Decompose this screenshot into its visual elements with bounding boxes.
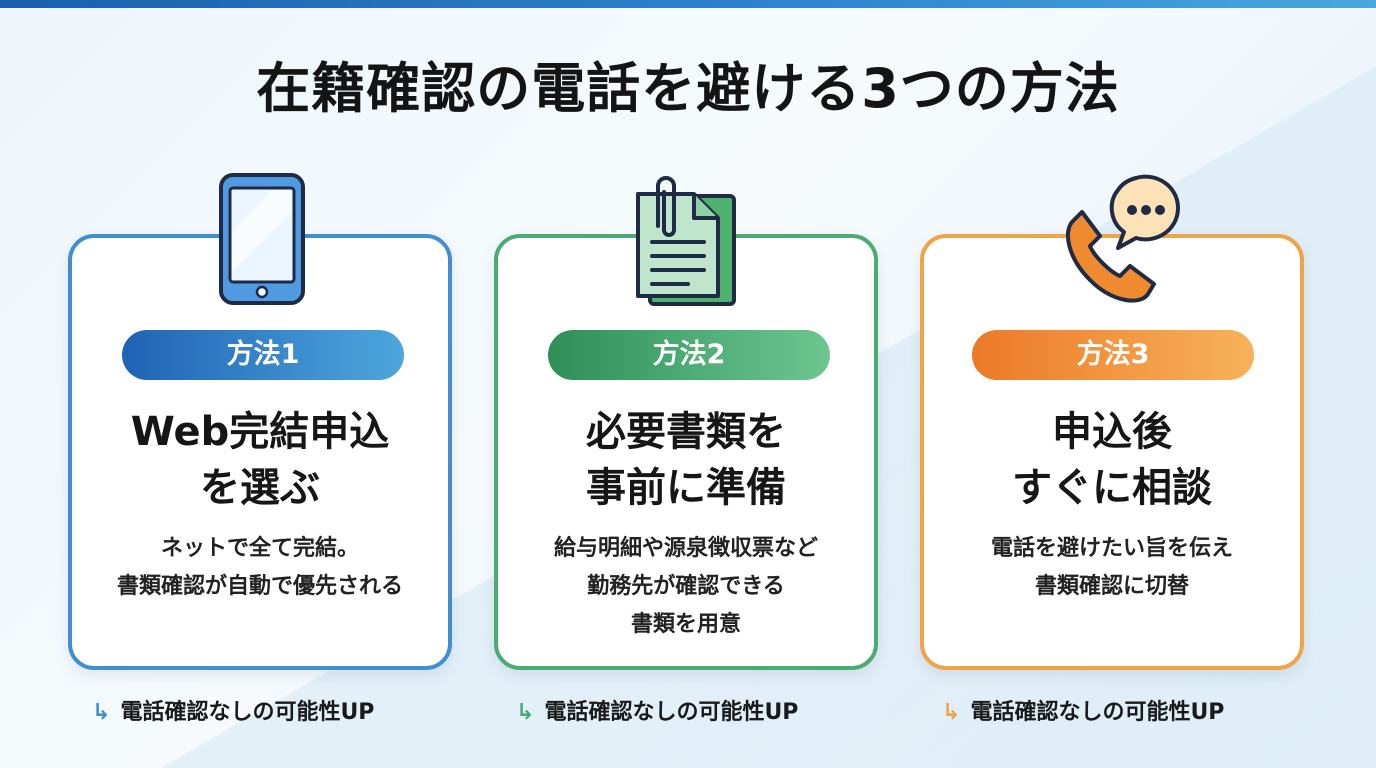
heading-line: 事前に準備 [586,465,786,511]
method-heading-3: 申込後 すぐに相談 [920,404,1304,516]
method-heading-1: Web完結申込 を選ぶ [68,404,452,516]
method-description-2: 給与明細や源泉徴収票など 勤務先が確認できる 書類を用意 [494,530,878,644]
document-clip-icon [632,172,742,312]
method-badge-2: 方法2 [548,330,830,380]
description-line: 書類確認に切替 [1034,574,1189,599]
description-line: 勤務先が確認できる [587,574,785,599]
method-card-2 [494,234,878,670]
description-line: 書類を用意 [630,612,741,637]
return-arrow-icon: ↳ [516,700,535,725]
page-title: 在籍確認の電話を避ける3つの方法 [256,57,1120,120]
method-badge-3: 方法3 [972,330,1254,380]
method-description-3: 電話を避けたい旨を伝え 書類確認に切替 [920,530,1304,606]
result-label: 電話確認なしの可能性UP [120,700,375,725]
top-accent-bar [0,0,1376,8]
description-line: ネットで全て完結。 [160,536,359,561]
phone-chat-icon [1044,172,1184,312]
return-arrow-icon: ↳ [92,700,111,725]
method-card-3 [920,234,1304,670]
heading-line: すぐに相談 [1012,465,1212,511]
return-arrow-icon: ↳ [942,700,961,725]
heading-line: Web完結申込 [130,409,390,455]
description-line: 書類確認が自動で優先される [116,574,403,599]
method-card-1 [68,234,452,670]
heading-line: 必要書類を [586,409,786,455]
result-label: 電話確認なしの可能性UP [970,700,1225,725]
method-heading-2: 必要書類を 事前に準備 [494,404,878,516]
description-line: 給与明細や源泉徴収票など [553,536,818,561]
description-line: 電話を避けたい旨を伝え [990,536,1233,561]
method-description-1: ネットで全て完結。 書類確認が自動で優先される [68,530,452,606]
method-result-1: ↳ 電話確認なしの可能性UP [92,694,374,726]
heading-line: を選ぶ [200,465,320,511]
result-label: 電話確認なしの可能性UP [544,700,799,725]
method-result-2: ↳ 電話確認なしの可能性UP [516,694,798,726]
heading-line: 申込後 [1052,409,1172,455]
method-badge-1: 方法1 [122,330,404,380]
smartphone-icon [218,172,306,310]
method-result-3: ↳ 電話確認なしの可能性UP [942,694,1224,726]
